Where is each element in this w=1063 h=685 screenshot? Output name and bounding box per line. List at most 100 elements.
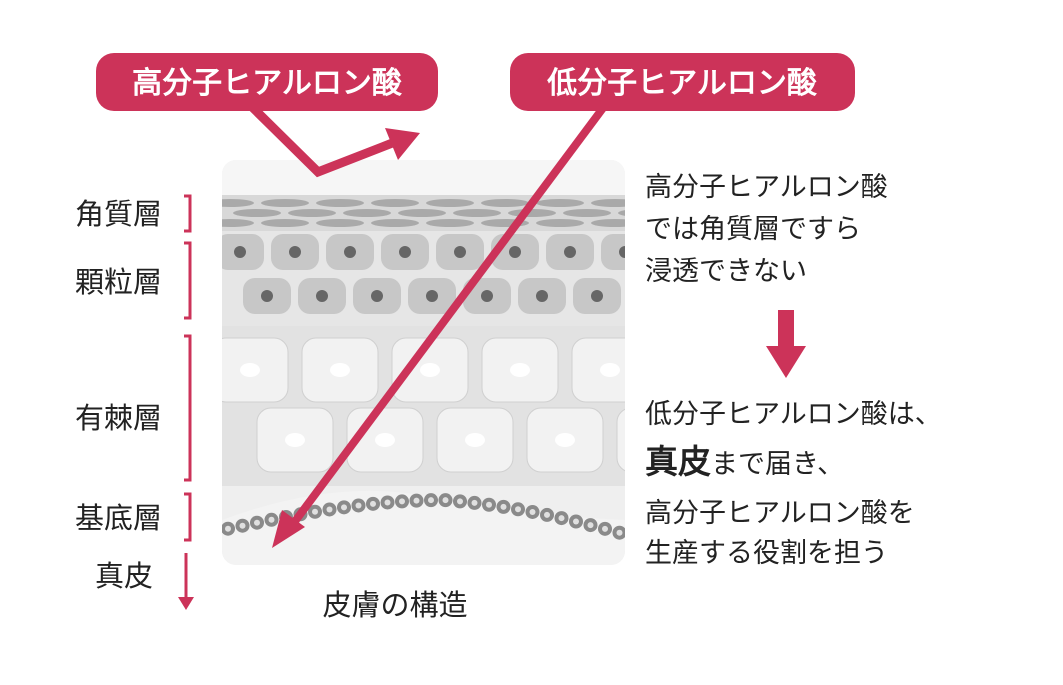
high-molecular-arrow	[241, 96, 420, 178]
spinous-cell	[616, 407, 625, 473]
cell-nucleus	[225, 525, 231, 532]
cell-nucleus	[600, 363, 620, 377]
cell-nucleus	[587, 522, 594, 529]
corneum-cell	[591, 219, 625, 227]
cell-nucleus	[735, 433, 755, 447]
corneum-cell	[426, 219, 474, 227]
note-bottom-line3: 高分子ヒアルロン酸を	[645, 498, 915, 529]
dermis-arrow-icon	[178, 597, 194, 610]
layer-brackets	[184, 194, 192, 598]
corneum-cell	[371, 199, 419, 207]
note-top-line2: では角質層ですら	[645, 214, 861, 245]
corneum-cell	[481, 199, 529, 207]
cell-nucleus	[268, 516, 275, 523]
cell-nucleus	[371, 290, 383, 302]
note-bottom-line4: 生産する役割を担う	[645, 538, 888, 569]
granular-cell	[601, 234, 625, 270]
low-molecular-tag: 低分子ヒアルロン酸	[510, 53, 855, 111]
label-stratum-corneum: 角質層	[75, 197, 162, 231]
cell-nucleus	[234, 246, 246, 258]
spinous-cell	[662, 338, 738, 402]
cell-nucleus	[384, 499, 391, 506]
cell-nucleus	[616, 529, 623, 536]
high-molecular-label: 高分子ヒアルロン酸	[132, 66, 403, 101]
cell-nucleus	[558, 515, 565, 522]
cell-nucleus	[500, 503, 507, 510]
low-molecular-label: 低分子ヒアルロン酸	[546, 66, 818, 101]
cell-nucleus	[316, 290, 328, 302]
corneum-cell	[222, 199, 254, 207]
corneum-cell	[563, 209, 611, 217]
cell-nucleus	[515, 506, 521, 513]
corneum-cell	[261, 199, 309, 207]
cell-nucleus	[399, 498, 405, 505]
cell-nucleus	[509, 246, 521, 258]
note-bottom-line2: 真皮まで届き、	[645, 442, 844, 481]
corneum-cell	[288, 209, 336, 217]
corneum-cell	[222, 219, 254, 227]
diagram-caption: 皮膚の構造	[322, 588, 467, 622]
corneum-cell	[508, 209, 556, 217]
cell-nucleus	[261, 290, 273, 302]
cell-nucleus	[646, 290, 658, 302]
corneum-cell	[536, 199, 584, 207]
corneum-cell	[316, 199, 364, 207]
cell-nucleus	[510, 363, 530, 377]
cell-nucleus	[486, 501, 492, 508]
cell-nucleus	[454, 246, 466, 258]
note-top-line1: 高分子ヒアルロン酸	[645, 172, 888, 203]
corneum-cell	[453, 209, 501, 217]
cell-nucleus	[555, 433, 575, 447]
cell-nucleus	[254, 519, 260, 526]
cell-nucleus	[289, 246, 301, 258]
low-molecular-arrow	[272, 105, 607, 548]
cell-nucleus	[341, 504, 347, 511]
label-granular: 顆粒層	[75, 265, 162, 299]
cell-nucleus	[481, 290, 493, 302]
cell-nucleus	[239, 522, 246, 529]
cell-nucleus	[370, 500, 376, 507]
cell-nucleus	[426, 290, 438, 302]
cell-nucleus	[442, 497, 449, 504]
note-bottom-line2-rest: まで届き、	[711, 449, 844, 480]
cell-nucleus	[602, 525, 608, 532]
label-basal: 基底層	[75, 501, 162, 535]
cell-nucleus	[285, 433, 305, 447]
corneum-cell	[426, 199, 474, 207]
cell-nucleus	[690, 363, 710, 377]
note-top-line3: 浸透できない	[645, 256, 807, 287]
cell-nucleus	[428, 497, 434, 504]
cell-nucleus	[591, 290, 603, 302]
down-arrow-icon	[766, 310, 806, 378]
cell-nucleus	[420, 363, 440, 377]
cell-nucleus	[326, 506, 333, 513]
corneum-cell	[316, 219, 364, 227]
note-bottom-line1: 低分子ヒアルロン酸は、	[645, 399, 942, 430]
corneum-cell	[591, 199, 625, 207]
label-spinous: 有棘層	[75, 401, 162, 435]
high-molecular-tag: 高分子ヒアルロン酸	[96, 53, 438, 111]
cell-nucleus	[564, 246, 576, 258]
corneum-cell	[371, 219, 419, 227]
cell-nucleus	[544, 511, 550, 518]
cell-nucleus	[471, 499, 478, 506]
corneum-cell	[261, 219, 309, 227]
cell-nucleus	[457, 498, 463, 505]
cell-nucleus	[573, 518, 579, 525]
corneum-cell	[343, 209, 391, 217]
corneum-cell	[398, 209, 446, 217]
cell-nucleus	[413, 497, 420, 504]
cell-nucleus	[344, 246, 356, 258]
cell-nucleus	[240, 363, 260, 377]
corneum-cell	[233, 209, 281, 217]
cell-nucleus	[529, 508, 536, 515]
cell-nucleus	[330, 363, 350, 377]
cell-nucleus	[536, 290, 548, 302]
cell-nucleus	[619, 246, 625, 258]
cell-nucleus	[375, 433, 395, 447]
cell-nucleus	[312, 508, 318, 515]
cell-nucleus	[465, 433, 485, 447]
corneum-cell	[536, 219, 584, 227]
dermis-emphasis: 真皮	[645, 442, 711, 481]
